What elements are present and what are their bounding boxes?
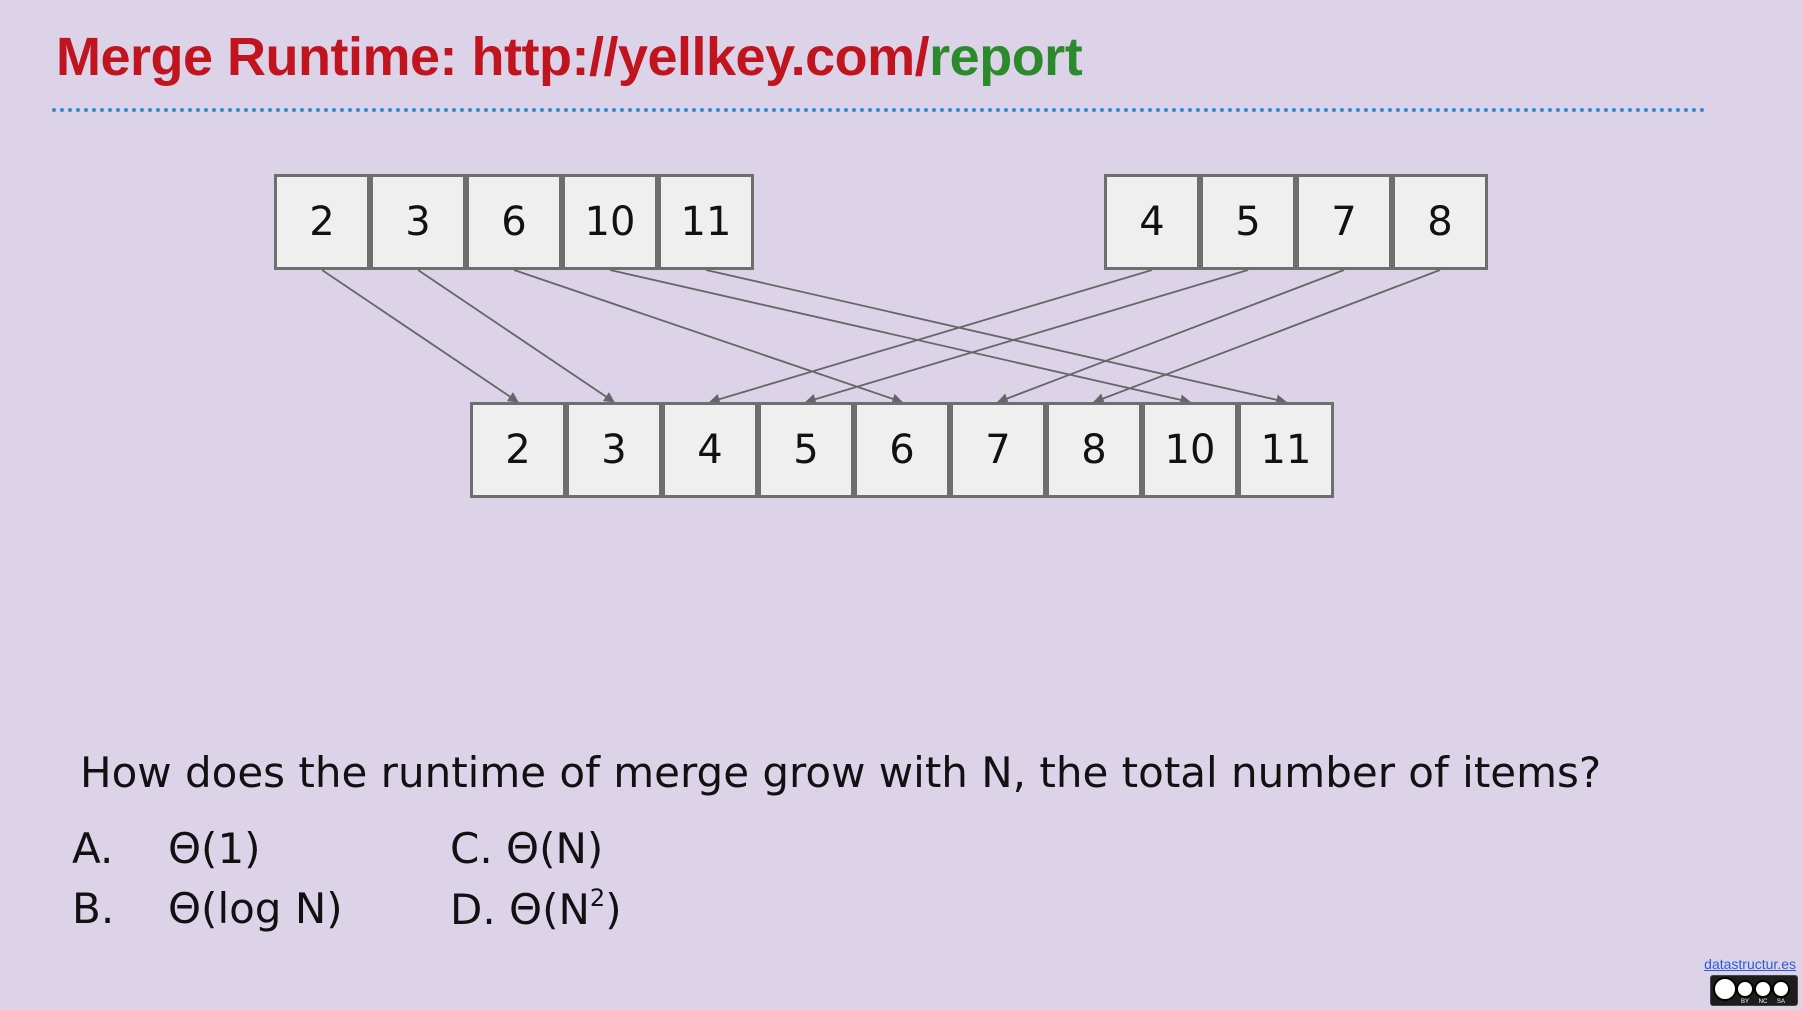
merge-arrow: [1092, 269, 1441, 404]
cc-icon: [1713, 977, 1737, 1001]
left-array-cell: 10: [562, 174, 658, 270]
left-array-cell: 6: [466, 174, 562, 270]
option-a-letter: A.: [72, 824, 114, 873]
merge-arrow: [417, 269, 615, 403]
merge-arrow: [609, 269, 1192, 406]
right-array-cell: 7: [1296, 174, 1392, 270]
right-array-cell: 5: [1200, 174, 1296, 270]
question-text: How does the runtime of merge grow with …: [80, 748, 1602, 797]
option-b-text: Θ(log N): [168, 884, 343, 933]
nc-label: NC: [1759, 999, 1768, 1005]
merged-array-cell: 5: [758, 402, 854, 498]
merge-arrow: [513, 269, 904, 404]
merge-arrow: [996, 269, 1345, 404]
option-a-text: Θ(1): [168, 824, 261, 873]
merged-array-cell: 4: [662, 402, 758, 498]
option-b-letter: B.: [72, 884, 115, 933]
right-array-cell: 4: [1104, 174, 1200, 270]
title-divider: [52, 108, 1706, 112]
option-d-close: ): [605, 885, 622, 934]
merge-arrow: [708, 269, 1153, 405]
title-prefix: Merge Runtime: http://yellkey.com/: [56, 27, 930, 87]
option-c: C. Θ(N): [450, 824, 604, 873]
merged-array-cell: 6: [854, 402, 950, 498]
left-array-cell: 2: [274, 174, 370, 270]
title-suffix: report: [929, 27, 1083, 87]
merged-array-cell: 7: [950, 402, 1046, 498]
left-array-cell: 11: [658, 174, 754, 270]
merged-array-cell: 10: [1142, 402, 1238, 498]
merged-array-cell: 2: [470, 402, 566, 498]
nc-icon: [1754, 980, 1772, 998]
option-d-main: D. Θ(N: [450, 885, 590, 934]
left-array-cell: 3: [370, 174, 466, 270]
option-d: D. Θ(N2): [450, 884, 622, 934]
datastructures-link[interactable]: datastructur.es: [1704, 956, 1796, 972]
right-array-cell: 8: [1392, 174, 1488, 270]
merged-array-cell: 3: [566, 402, 662, 498]
sa-label: SA: [1777, 999, 1785, 1005]
by-label: BY: [1741, 999, 1749, 1005]
cc-license-badge: BY NC SA: [1710, 975, 1798, 1006]
by-icon: [1736, 980, 1754, 998]
merge-arrow: [321, 269, 519, 403]
merge-arrow: [705, 269, 1288, 406]
sa-icon: [1772, 980, 1790, 998]
option-d-exponent: 2: [589, 884, 606, 912]
slide-title: Merge Runtime: http://yellkey.com/report: [56, 26, 1083, 88]
merged-array-cell: 11: [1238, 402, 1334, 498]
merged-array-cell: 8: [1046, 402, 1142, 498]
merge-arrow: [804, 269, 1249, 405]
